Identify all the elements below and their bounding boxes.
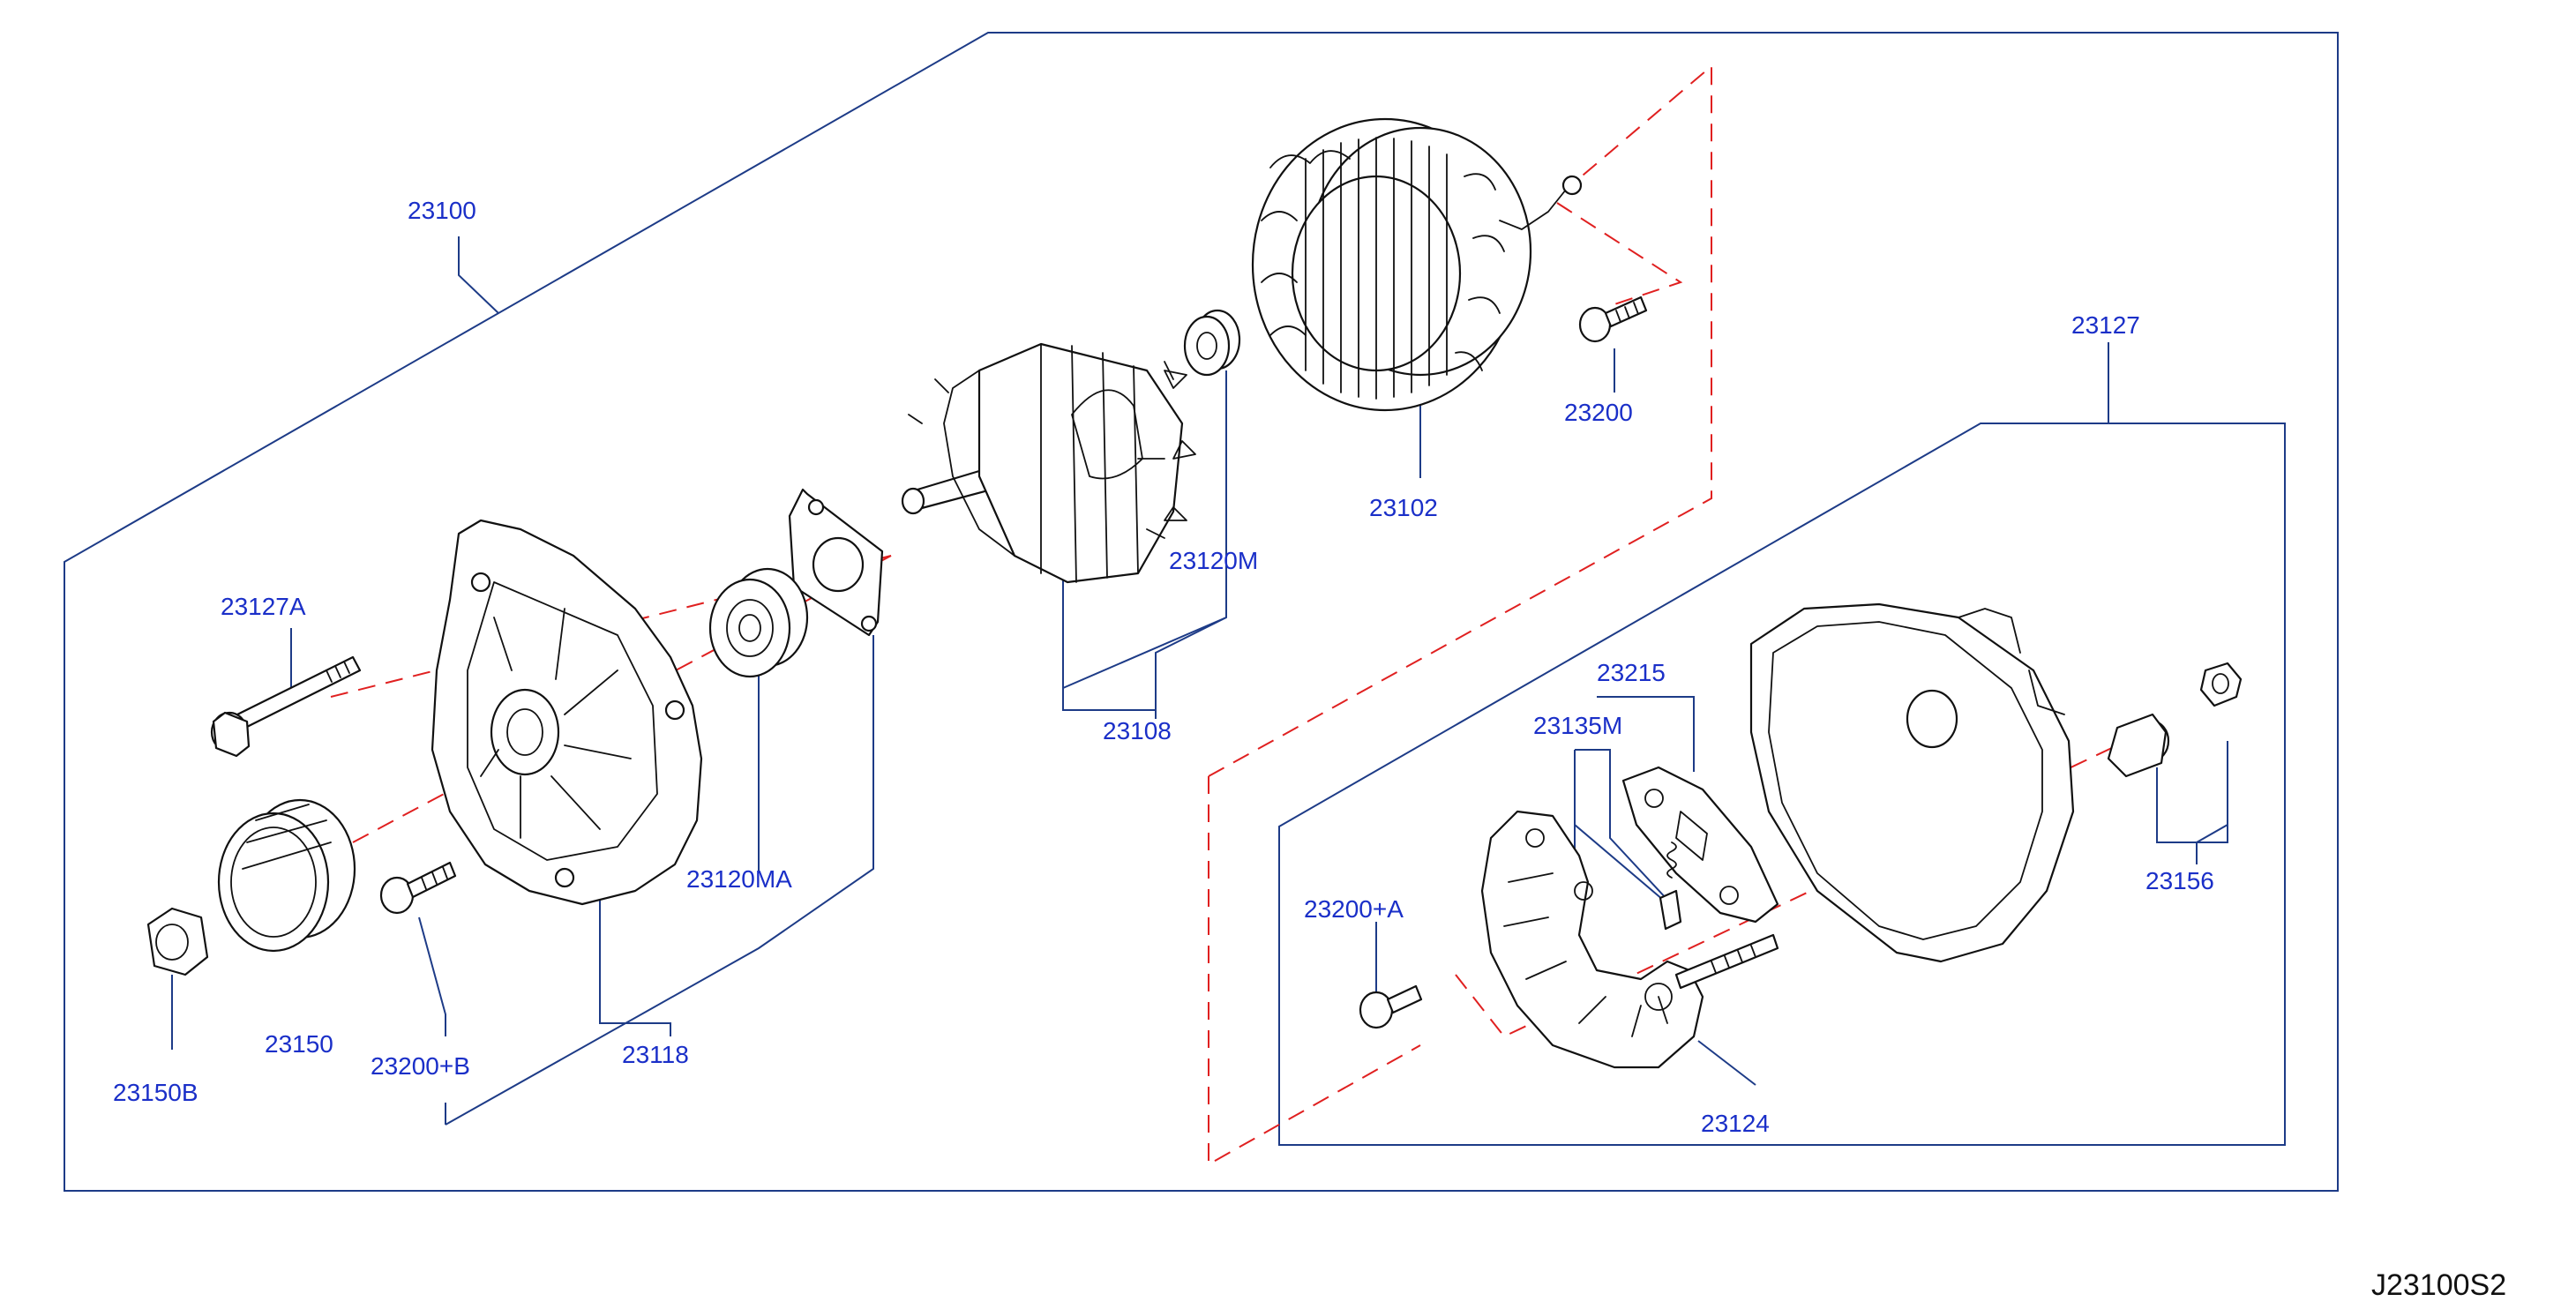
callout-23200A: 23200+A	[1304, 895, 1404, 923]
callout-23150B: 23150B	[113, 1079, 198, 1106]
callout-23215: 23215	[1597, 659, 1666, 686]
through-bolt-part-23127A	[210, 655, 362, 758]
callout-23200: 23200	[1564, 399, 1633, 426]
assembly-frame-23100	[64, 32, 2339, 1192]
callout-23120M: 23120M	[1169, 547, 1258, 574]
callout-23150: 23150	[265, 1030, 333, 1058]
rear-cover-part	[1749, 602, 2075, 963]
callout-23120MA: 23120MA	[686, 865, 792, 893]
bearing-part-23120M	[1183, 309, 1241, 377]
callout-23135M: 23135M	[1533, 712, 1622, 739]
terminal-bushing-part-23156	[2107, 662, 2243, 778]
callout-23124: 23124	[1701, 1110, 1770, 1137]
bolt-part-23200	[1578, 295, 1648, 343]
stator-part-23102	[1251, 117, 1583, 412]
callout-23127: 23127	[2071, 311, 2140, 339]
callout-23108: 23108	[1103, 717, 1172, 744]
regulator-part-23124	[1480, 810, 1779, 1069]
callout-23200B: 23200+B	[371, 1052, 470, 1080]
callout-23127A: 23127A	[221, 593, 306, 620]
bolt-part-23200A	[1359, 984, 1423, 1029]
callout-23156: 23156	[2145, 867, 2214, 894]
callout-23102: 23102	[1369, 494, 1438, 521]
bearing-part-23120MA	[708, 567, 809, 678]
assembly-frame-23127	[1278, 423, 2286, 1146]
pulley-part-23150	[217, 798, 356, 953]
brush-holder-part-23215	[1621, 766, 1779, 924]
drawing-code: J23100S2	[2371, 1268, 2506, 1302]
callout-23118: 23118	[622, 1041, 689, 1068]
gasket-plate-part	[788, 488, 884, 637]
bolt-part-23200B	[379, 861, 457, 915]
brush-spring-part-23135M	[1659, 842, 1682, 931]
nut-part-23150B	[146, 907, 209, 976]
rotor-part-23108	[901, 342, 1196, 584]
callout-23100: 23100	[408, 197, 476, 224]
callout-labels: 23100 23127 23102 23200 23120M 23108 231…	[113, 197, 2214, 1137]
front-housing-part-23118	[431, 519, 703, 906]
